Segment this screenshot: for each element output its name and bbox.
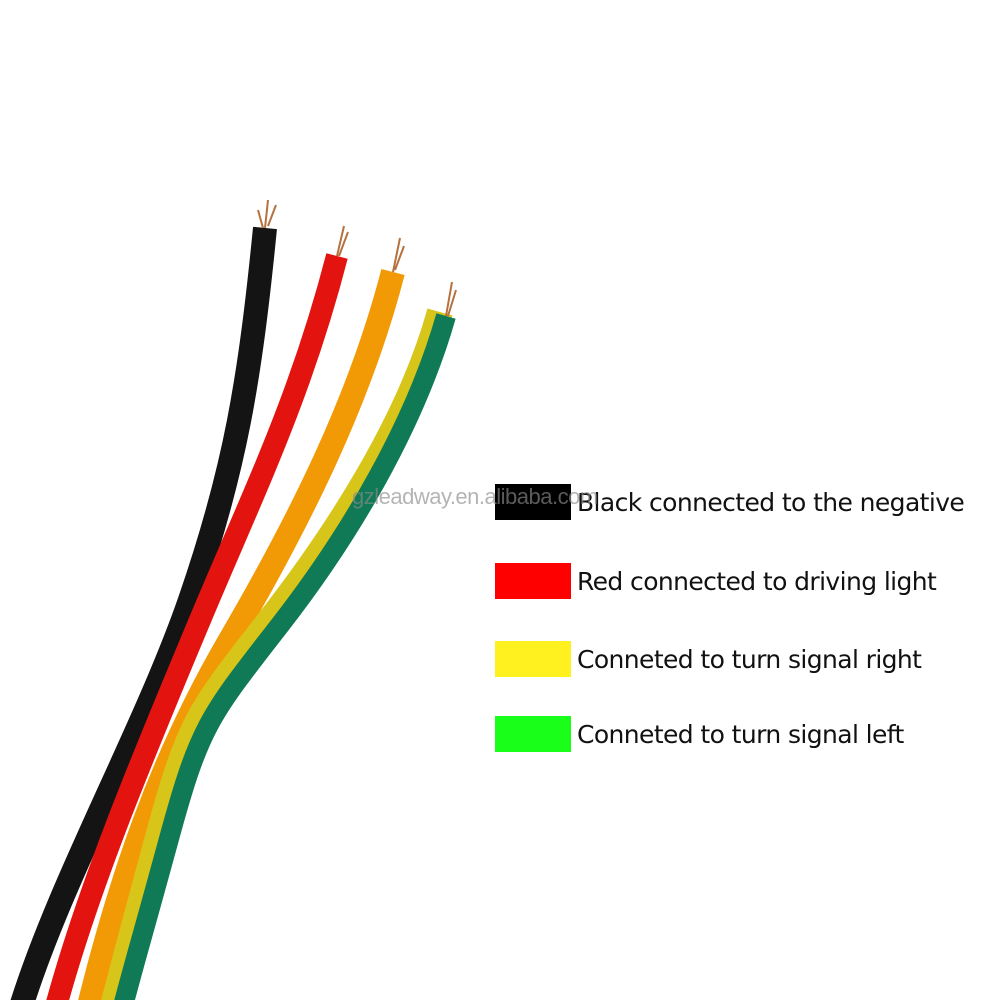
watermark: gzleadway.en.alibaba.com bbox=[352, 484, 598, 509]
color-swatch-red bbox=[495, 563, 571, 599]
legend-label: Conneted to turn signal right bbox=[577, 644, 922, 674]
wire-red bbox=[46, 253, 348, 1000]
wire-green bbox=[114, 313, 456, 1000]
legend-label: Red connected to driving light bbox=[577, 566, 937, 596]
legend-item-black: Black connected to the negative bbox=[495, 484, 965, 520]
color-swatch-green bbox=[495, 716, 571, 752]
legend-item-green: Conneted to turn signal left bbox=[495, 716, 904, 752]
wire-black bbox=[10, 226, 277, 1000]
legend-item-yellow: Conneted to turn signal right bbox=[495, 641, 922, 677]
copper-strands bbox=[257, 199, 457, 317]
legend-label: Black connected to the negative bbox=[577, 487, 965, 517]
legend-item-red: Red connected to driving light bbox=[495, 563, 937, 599]
wire-orange bbox=[78, 269, 405, 1000]
color-swatch-black bbox=[495, 484, 571, 520]
color-swatch-yellow bbox=[495, 641, 571, 677]
legend-label: Conneted to turn signal left bbox=[577, 719, 904, 749]
